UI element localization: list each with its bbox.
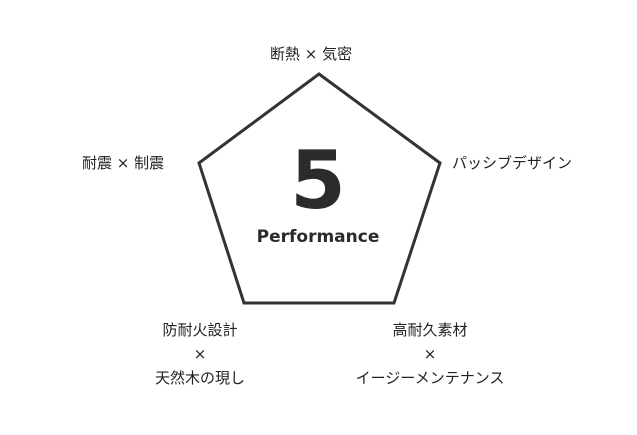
label-right-passive-design: パッシブデザイン — [452, 154, 573, 172]
label-bottom-left-line1: 防耐火設計 — [162, 321, 238, 339]
label-left-seismic: 耐震 × 制震 — [82, 154, 165, 172]
label-bottom-right-line3: イージーメンテナンス — [355, 369, 505, 387]
label-bottom-right-line2: × — [423, 345, 437, 363]
label-bottom-right-line1: 高耐久素材 — [392, 321, 468, 339]
pentagon-shape — [197, 72, 442, 305]
label-bottom-right-durable: 高耐久素材 × イージーメンテナンス — [340, 318, 520, 390]
label-bottom-left-fireproof: 防耐火設計 × 天然木の現し — [130, 318, 270, 390]
label-top-insulation-airtightness: 断熱 × 気密 — [270, 45, 353, 63]
center-number: 5 — [290, 134, 346, 227]
label-bottom-left-line2: × — [193, 345, 207, 363]
label-bottom-left-line3: 天然木の現し — [154, 369, 245, 387]
center-caption: Performance — [256, 227, 380, 247]
